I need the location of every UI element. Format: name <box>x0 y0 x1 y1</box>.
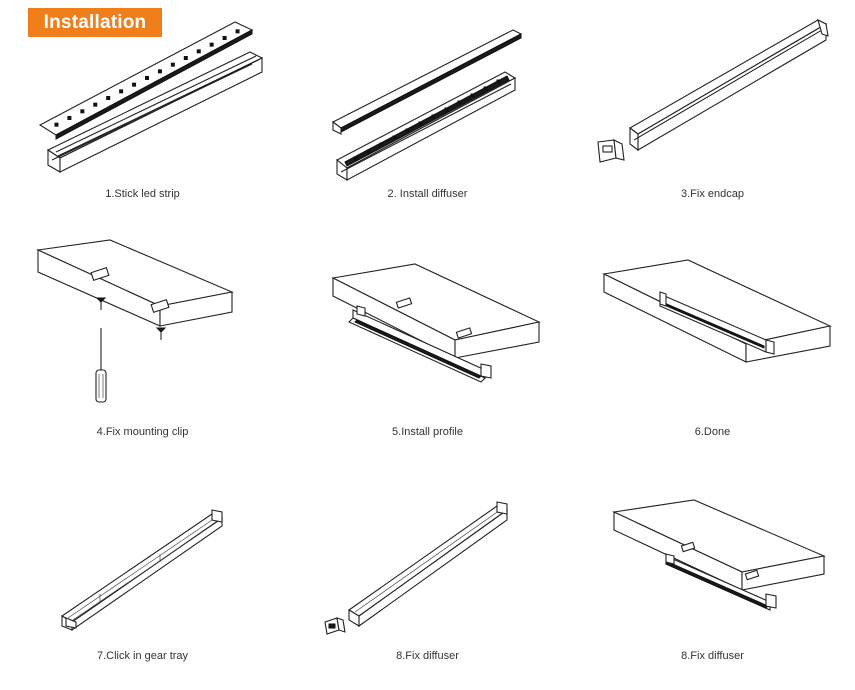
ceiling-profile-done-icon <box>602 259 832 363</box>
ceiling-profile-install-icon <box>331 263 541 383</box>
led-chip <box>457 100 462 105</box>
led-chip <box>145 76 149 80</box>
led-chip <box>93 102 98 107</box>
step-caption: 4.Fix mounting clip <box>96 426 189 438</box>
installation-badge: Installation <box>28 8 162 37</box>
led-chip <box>431 114 436 119</box>
led-chip <box>157 69 162 74</box>
step-5: 5.Install profile <box>285 230 570 460</box>
ceiling-clip-screwdriver-icon <box>36 239 234 403</box>
led-chip <box>222 36 227 40</box>
step-8: 8.Fix diffuser <box>285 460 570 690</box>
step-caption: 6.Done <box>694 426 731 438</box>
led-chip <box>54 122 59 127</box>
led-chip <box>119 89 124 94</box>
led-chip <box>106 96 111 100</box>
ceiling-gear-tray-icon <box>612 499 826 611</box>
led-chip <box>496 79 501 84</box>
led-chip <box>67 116 72 120</box>
led-chip <box>418 121 423 126</box>
step-caption: 7.Click in gear tray <box>96 650 189 662</box>
step-2: 2. Install diffuser <box>285 0 570 230</box>
gear-tray-icon <box>60 509 224 632</box>
led-chip <box>379 142 384 147</box>
step-7: 7.Click in gear tray <box>0 460 285 690</box>
led-strip-profile-icon <box>38 21 264 173</box>
led-chip <box>470 93 475 98</box>
step-4: 4.Fix mounting clip <box>0 230 285 460</box>
led-chip <box>183 56 188 60</box>
step-caption: 2. Install diffuser <box>387 188 468 200</box>
step-6: 6.Done <box>570 230 855 460</box>
step-caption: 5.Install profile <box>392 426 463 438</box>
step-caption: 8.Fix diffuser <box>681 650 744 662</box>
led-chip <box>235 29 240 34</box>
endcap-profile-icon <box>597 18 829 163</box>
led-chip <box>196 49 201 54</box>
led-chip <box>209 42 214 47</box>
led-chip <box>392 135 397 140</box>
led-chip <box>366 149 371 154</box>
led-chip <box>80 109 85 114</box>
led-chip <box>170 62 175 67</box>
diffuser-profile-icon <box>331 29 523 181</box>
led-chip <box>132 82 137 87</box>
led-chip <box>405 128 410 133</box>
step-9: 8.Fix diffuser <box>570 460 855 690</box>
led-chip <box>353 156 358 161</box>
step-3: 3.Fix endcap <box>570 0 855 230</box>
led-chip <box>444 107 449 112</box>
step-caption: 3.Fix endcap <box>681 188 744 200</box>
step-caption: 8.Fix diffuser <box>396 650 459 662</box>
led-chip <box>483 86 488 91</box>
step-caption: 1.Stick led strip <box>105 188 180 200</box>
step-1: 1.Stick led strip <box>0 0 285 230</box>
gear-tray-endcap-icon <box>324 501 509 635</box>
